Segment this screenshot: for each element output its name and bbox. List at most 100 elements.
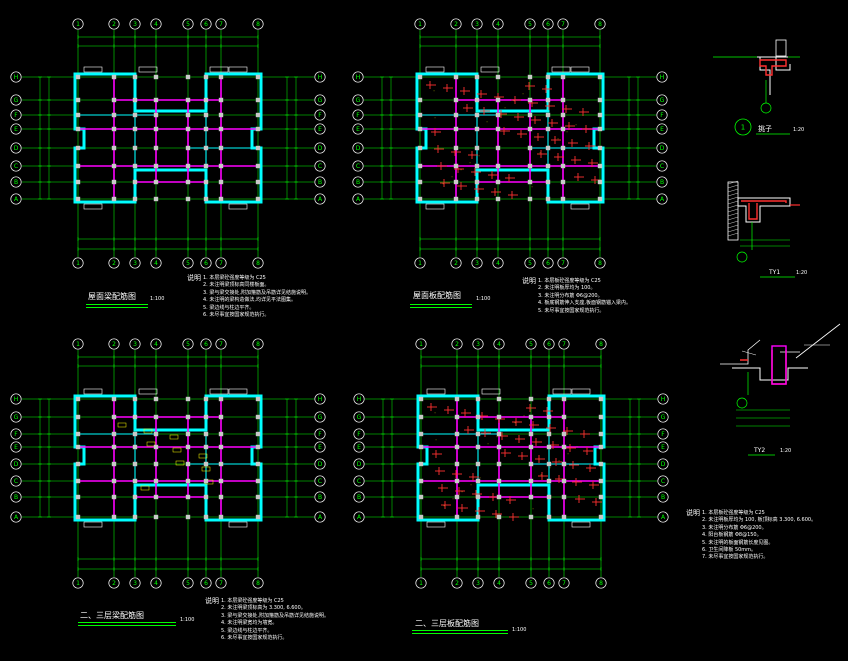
axis-circle [314, 441, 326, 453]
column [453, 179, 459, 185]
axis-circle [10, 491, 22, 503]
column [153, 396, 159, 402]
axis-circle [129, 18, 141, 30]
axis-circle [314, 511, 326, 523]
axis-bubble: 4 [150, 338, 162, 350]
column [132, 431, 138, 437]
axis-bubble: F [314, 109, 326, 121]
column [203, 414, 209, 420]
hatch [727, 200, 739, 205]
column [255, 396, 261, 402]
axis-circle [414, 257, 426, 269]
column [255, 145, 261, 151]
hatch [727, 184, 739, 189]
axis-circle [415, 338, 427, 350]
axis-bubble: 1 [414, 257, 426, 269]
axis-circle [543, 577, 555, 589]
axis-circle [314, 160, 326, 172]
axis-bubble: 3 [472, 338, 484, 350]
rebar-outline [759, 59, 787, 76]
section-outline [720, 323, 841, 365]
balcony-outline [83, 203, 103, 210]
detail-1: 1 [713, 39, 800, 136]
axis-label: H [14, 74, 19, 81]
axis-circle [200, 18, 212, 30]
column [185, 444, 191, 450]
axis-label: 1 [76, 341, 80, 348]
axis-circle [252, 577, 264, 589]
axis-label: 2 [455, 341, 459, 348]
note-line: 3. 梁与梁交接处,附加箍筋及吊筋详见结施说明。 [221, 612, 329, 619]
column [528, 494, 534, 500]
axis-bubble: G [353, 411, 365, 423]
axis-bubble: C [656, 160, 668, 172]
axis-label: 4 [497, 580, 501, 587]
axis-circle [10, 393, 22, 405]
axis-label: B [318, 494, 322, 501]
axis-circle [200, 338, 212, 350]
column [475, 414, 481, 420]
title-underline [412, 630, 508, 634]
column [111, 112, 117, 118]
beam-label-box [169, 434, 179, 440]
axis-circle [542, 18, 554, 30]
column [218, 514, 224, 520]
column [111, 461, 117, 467]
axis-circle [10, 109, 22, 121]
column [203, 461, 209, 467]
column [132, 396, 138, 402]
axis-bubble: 2 [108, 18, 120, 30]
column [203, 97, 209, 103]
axis-bubble: 5 [182, 18, 194, 30]
column [185, 97, 191, 103]
axis-circle [736, 397, 748, 409]
column [495, 112, 501, 118]
axis-circle [656, 94, 668, 106]
column [495, 97, 501, 103]
column [111, 179, 117, 185]
axis-bubble: 7 [557, 18, 569, 30]
axis-circle [108, 338, 120, 350]
axis-label: 6 [204, 21, 208, 28]
column [418, 461, 424, 467]
axis-bubble: D [314, 142, 326, 154]
axis-circle [129, 577, 141, 589]
axis-circle [353, 393, 365, 405]
column [185, 112, 191, 118]
column [546, 431, 552, 437]
axis-circle [415, 577, 427, 589]
axis-bubble: 1 [72, 257, 84, 269]
column [475, 444, 481, 450]
column [474, 145, 480, 151]
axis-bubble: H [314, 71, 326, 83]
axis-circle [525, 338, 537, 350]
column [203, 126, 209, 132]
axis-label: 4 [496, 21, 500, 28]
column [153, 414, 159, 420]
column [418, 478, 424, 484]
axis-circle [314, 428, 326, 440]
axis-bubble: A [353, 511, 365, 523]
note-line: 4. 板底钢筋伸入支座,板面钢筋锚入梁内。 [538, 300, 631, 307]
axis-bubble: A [314, 511, 326, 523]
axis-bubble: 4 [150, 18, 162, 30]
axis-label: 8 [599, 580, 603, 587]
axis-circle [314, 458, 326, 470]
balcony-outline [138, 388, 158, 395]
balcony-outline [138, 66, 158, 73]
axis-label: G [660, 97, 665, 104]
axis-label: D [357, 461, 362, 468]
axis-circle [595, 338, 607, 350]
axis-bubble: G [657, 411, 669, 423]
rebar-label: · [505, 428, 507, 434]
axis-label: G [14, 414, 19, 421]
axis-label: H [660, 74, 665, 81]
column [597, 163, 603, 169]
balcony-outline [209, 388, 229, 395]
axis-circle [657, 491, 669, 503]
axis-circle [352, 193, 364, 205]
axis-label: F [357, 431, 361, 438]
plan-title: 二、三层板配筋图 [415, 619, 479, 628]
column [153, 179, 159, 185]
